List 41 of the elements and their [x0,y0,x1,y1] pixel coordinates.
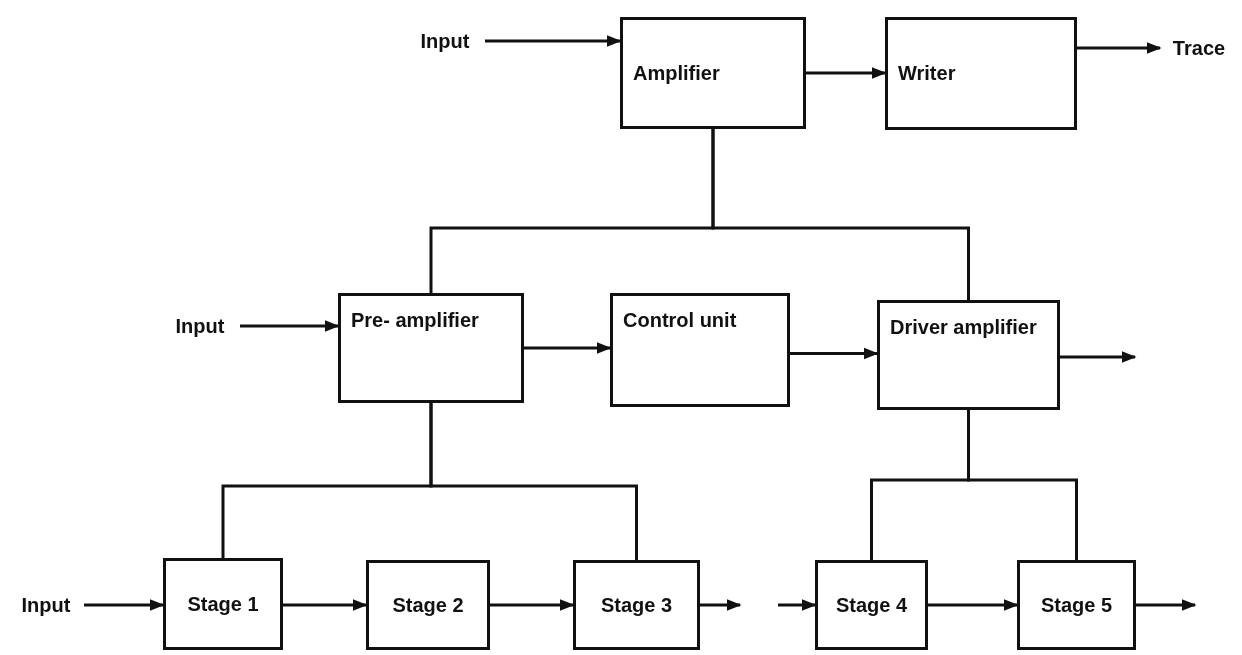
process-box [610,293,790,407]
arrow [778,599,817,611]
arrow [240,320,340,332]
connector-line [967,410,1078,560]
arrow [700,599,742,611]
arrow [1077,42,1162,54]
arrow [84,599,165,611]
arrow [1136,599,1197,611]
signal-label: Input [8,592,84,618]
box-label: Control unit [623,308,737,333]
arrow [1060,351,1137,363]
box-label: Writer [898,61,956,86]
arrow [485,35,622,47]
process-box [815,560,928,650]
process-box [366,560,490,650]
signal-label: Trace [1160,35,1238,61]
connector-line [429,403,638,560]
arrow [806,67,887,79]
arrow [790,347,879,360]
box-label: Stage 2 [392,592,464,618]
process-box [877,300,1060,410]
arrow [524,342,612,354]
box-label: Pre- amplifier [351,308,479,333]
process-box [620,17,806,129]
box-label: Stage 3 [600,592,673,618]
process-box [163,558,283,650]
process-box [573,560,700,650]
signal-label: Input [405,28,485,54]
process-box [338,293,524,403]
arrow [283,599,368,611]
box-label: Driver amplifier [890,315,1037,340]
box-label: Stage 4 [835,592,908,618]
box-label: Stage 1 [187,591,259,617]
arrow [928,599,1019,611]
box-label: Stage 5 [1040,592,1113,618]
connector-line [711,129,970,300]
arrow [490,599,575,611]
signal-label: Input [160,313,240,339]
box-label: Amplifier [633,60,720,86]
process-box [885,17,1077,130]
process-box [1017,560,1136,650]
